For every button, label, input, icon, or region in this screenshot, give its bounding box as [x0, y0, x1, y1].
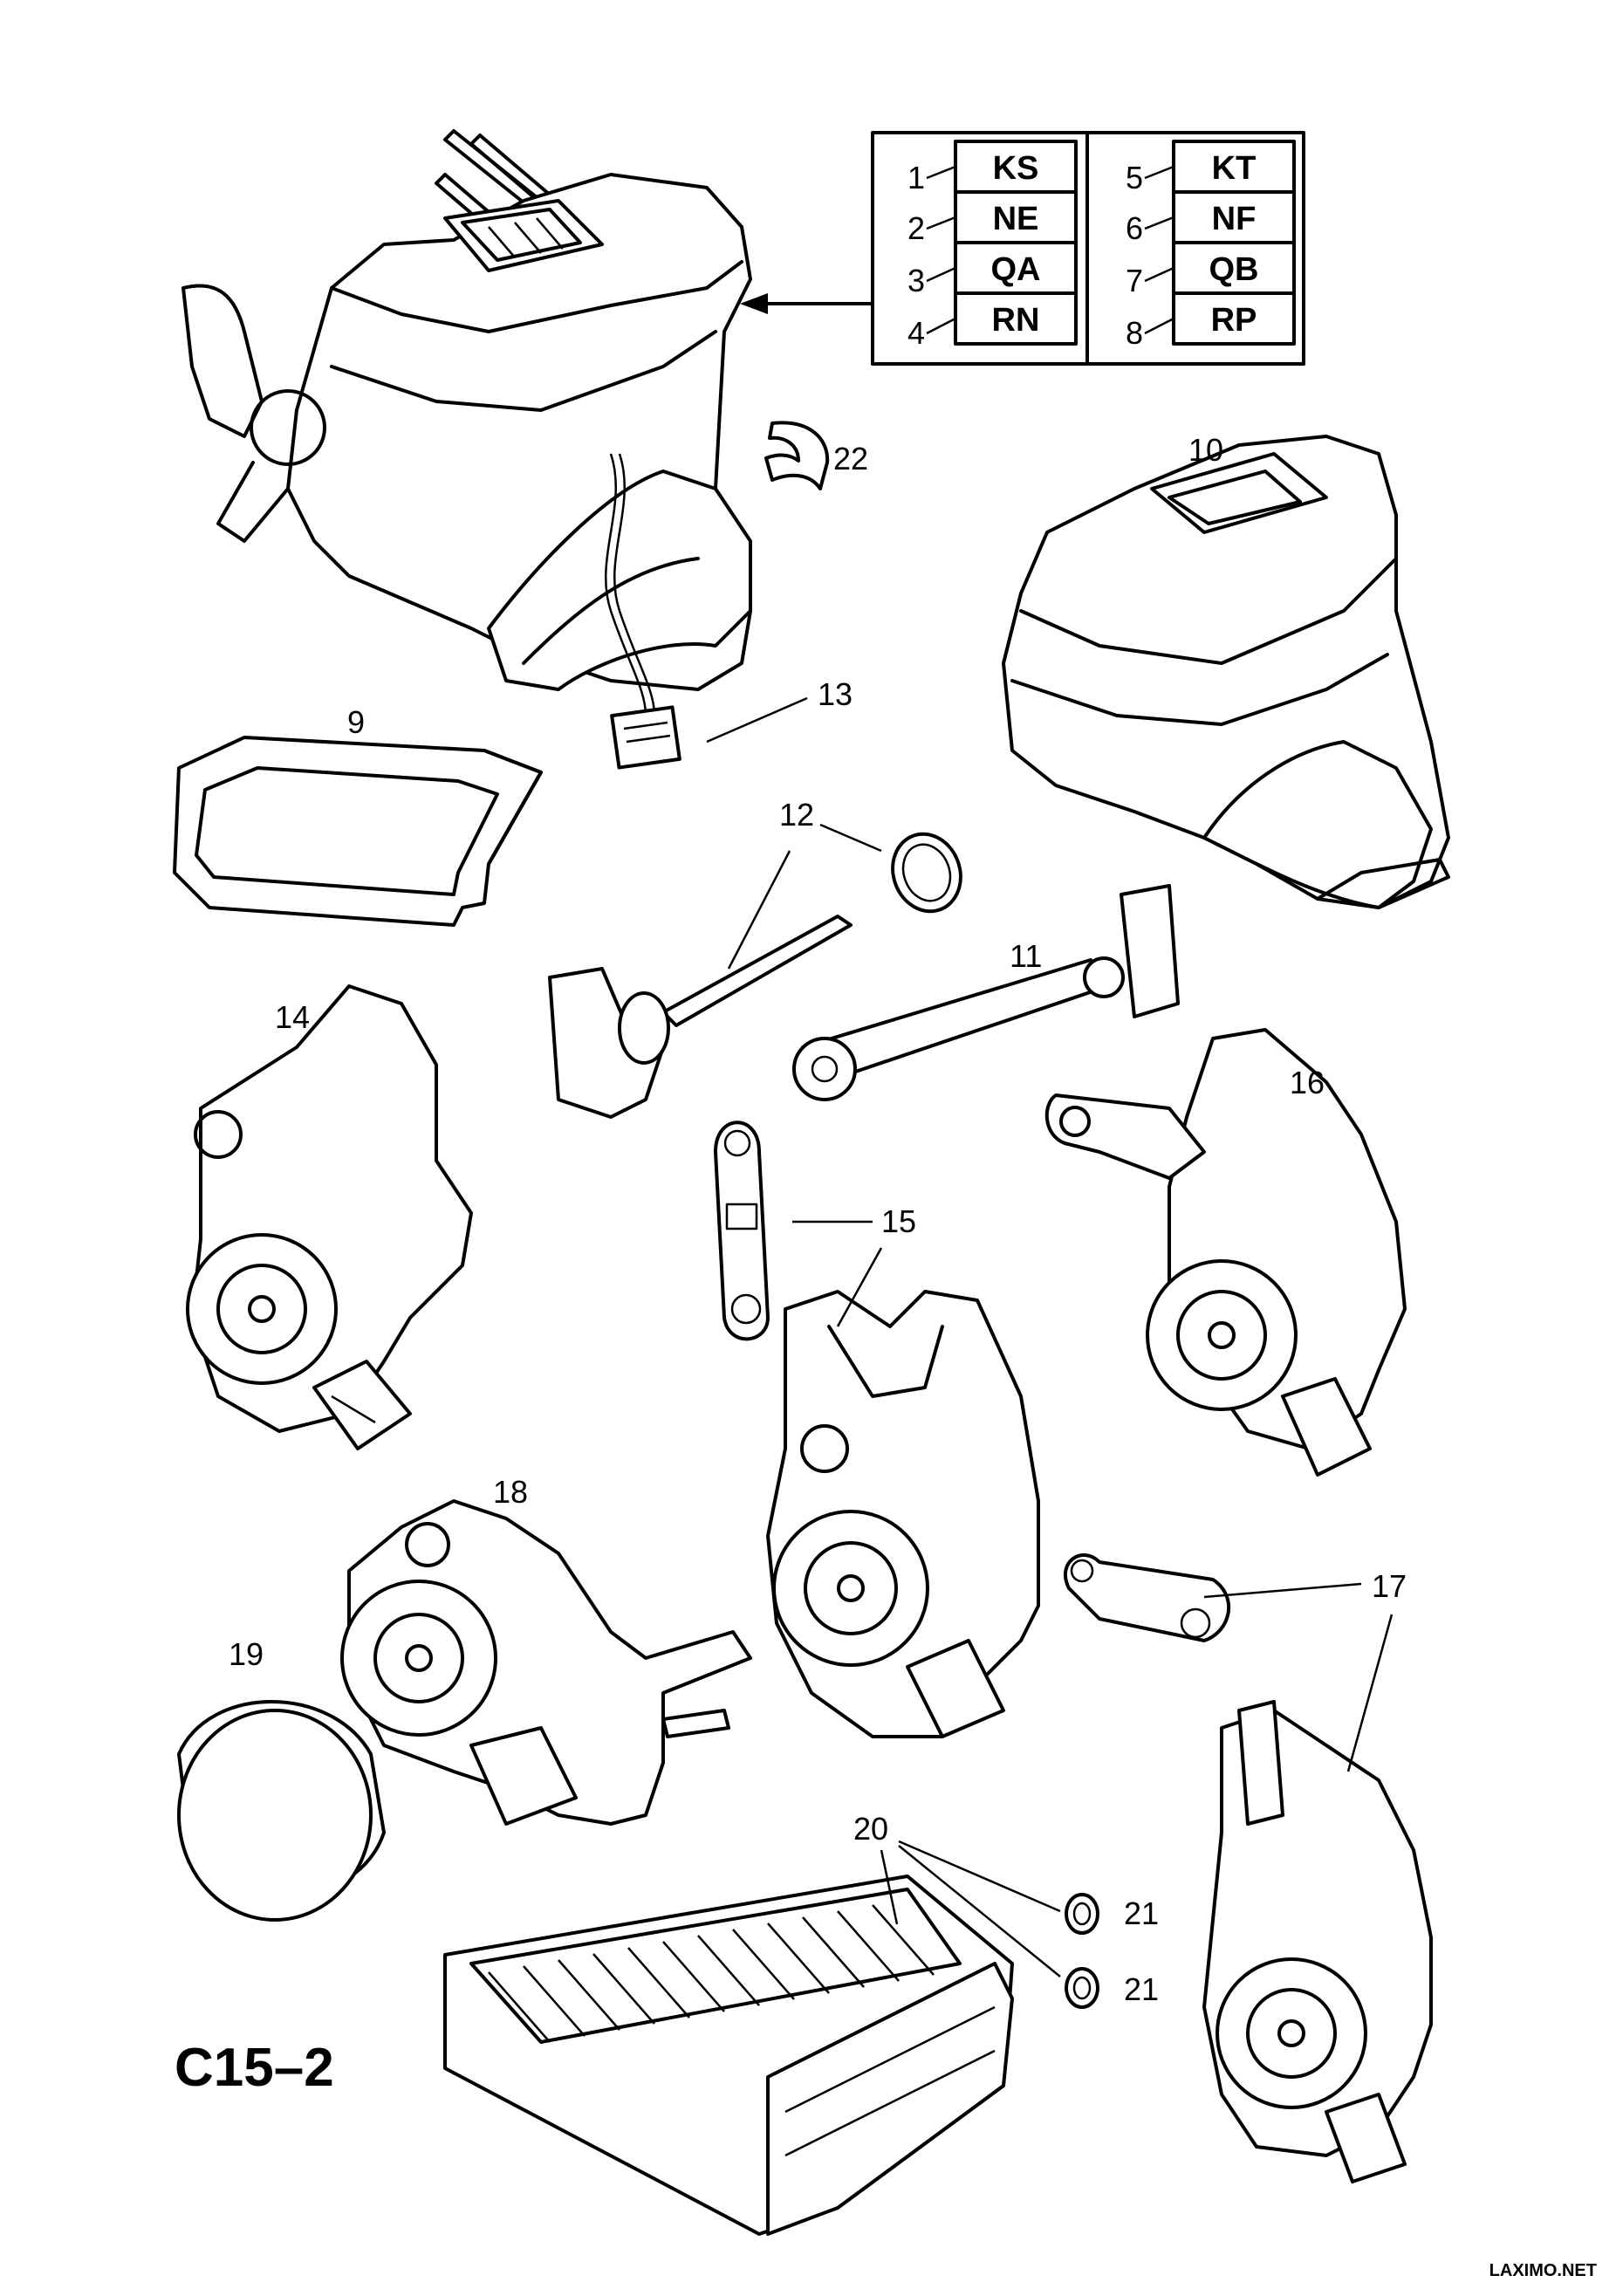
filter-frame-part-9 [173, 736, 543, 927]
callout-labels: 9 10 11 12 13 14 15 16 17 18 19 20 21 21… [229, 432, 1407, 2007]
heater-housing-part-10 [1002, 435, 1450, 909]
callout-13: 13 [818, 676, 853, 712]
row-number: 5 [1126, 160, 1143, 195]
callout-15: 15 [881, 1203, 916, 1239]
callout-22: 22 [833, 441, 868, 476]
leader-lines [706, 696, 1394, 1977]
callout-9: 9 [347, 704, 365, 740]
callout-11: 11 [1010, 938, 1042, 974]
actuator-motor-part-14 [186, 984, 473, 1450]
option-code: QB [1209, 251, 1259, 288]
actuator-motor-part-16 [1044, 1028, 1407, 1477]
actuator-motor-part-18 [340, 1499, 752, 1826]
clip-part-22 [764, 421, 830, 490]
code-table: 1 2 3 4 KS NE QA RN 5 6 7 8 KT NF QB RP [871, 131, 1305, 366]
callout-17: 17 [1372, 1568, 1407, 1604]
callout-12: 12 [779, 797, 814, 833]
heater-core-fins [488, 1904, 935, 2043]
actuator-motor-part-15 [766, 1290, 1040, 1738]
row-number: 8 [1126, 315, 1143, 351]
seal-part-21 [1065, 1893, 1099, 2009]
option-code: QA [991, 251, 1041, 288]
heater-housing-assembly [181, 129, 752, 770]
actuator-motor-part-17 [1202, 1700, 1433, 2183]
row-number: 3 [907, 263, 925, 298]
callout-16: 16 [1290, 1065, 1325, 1100]
row-number: 6 [1126, 210, 1143, 246]
page-code: C15–2 [175, 2038, 334, 2098]
callout-19: 19 [229, 1636, 264, 1672]
option-code: RP [1211, 302, 1257, 339]
callout-21: 21 [1124, 1971, 1159, 2007]
option-code: KS [993, 150, 1039, 187]
callout-18: 18 [493, 1474, 528, 1510]
option-code: RN [992, 302, 1040, 339]
heater-core-part-20 [443, 1874, 1014, 2236]
link-arm-part-15 [714, 1121, 770, 1341]
link-part-17 [1063, 1552, 1230, 1642]
callout-14: 14 [275, 999, 310, 1035]
watermark: LAXIMO.NET [1489, 2261, 1597, 2280]
sensor-part-12 [548, 832, 962, 1119]
callout-10: 10 [1188, 432, 1223, 468]
row-number: 4 [907, 315, 925, 351]
option-code: NF [1212, 201, 1257, 237]
row-number: 7 [1126, 263, 1143, 298]
row-number: 2 [907, 210, 925, 246]
table-pointer-arrow [740, 293, 874, 314]
cap-part-19 [177, 1700, 386, 1922]
lever-part-11 [792, 884, 1180, 1101]
row-number: 1 [907, 160, 925, 195]
callout-20: 20 [853, 1811, 888, 1847]
option-code: KT [1212, 150, 1257, 187]
option-code: NE [993, 201, 1039, 237]
callout-21: 21 [1124, 1895, 1159, 1931]
